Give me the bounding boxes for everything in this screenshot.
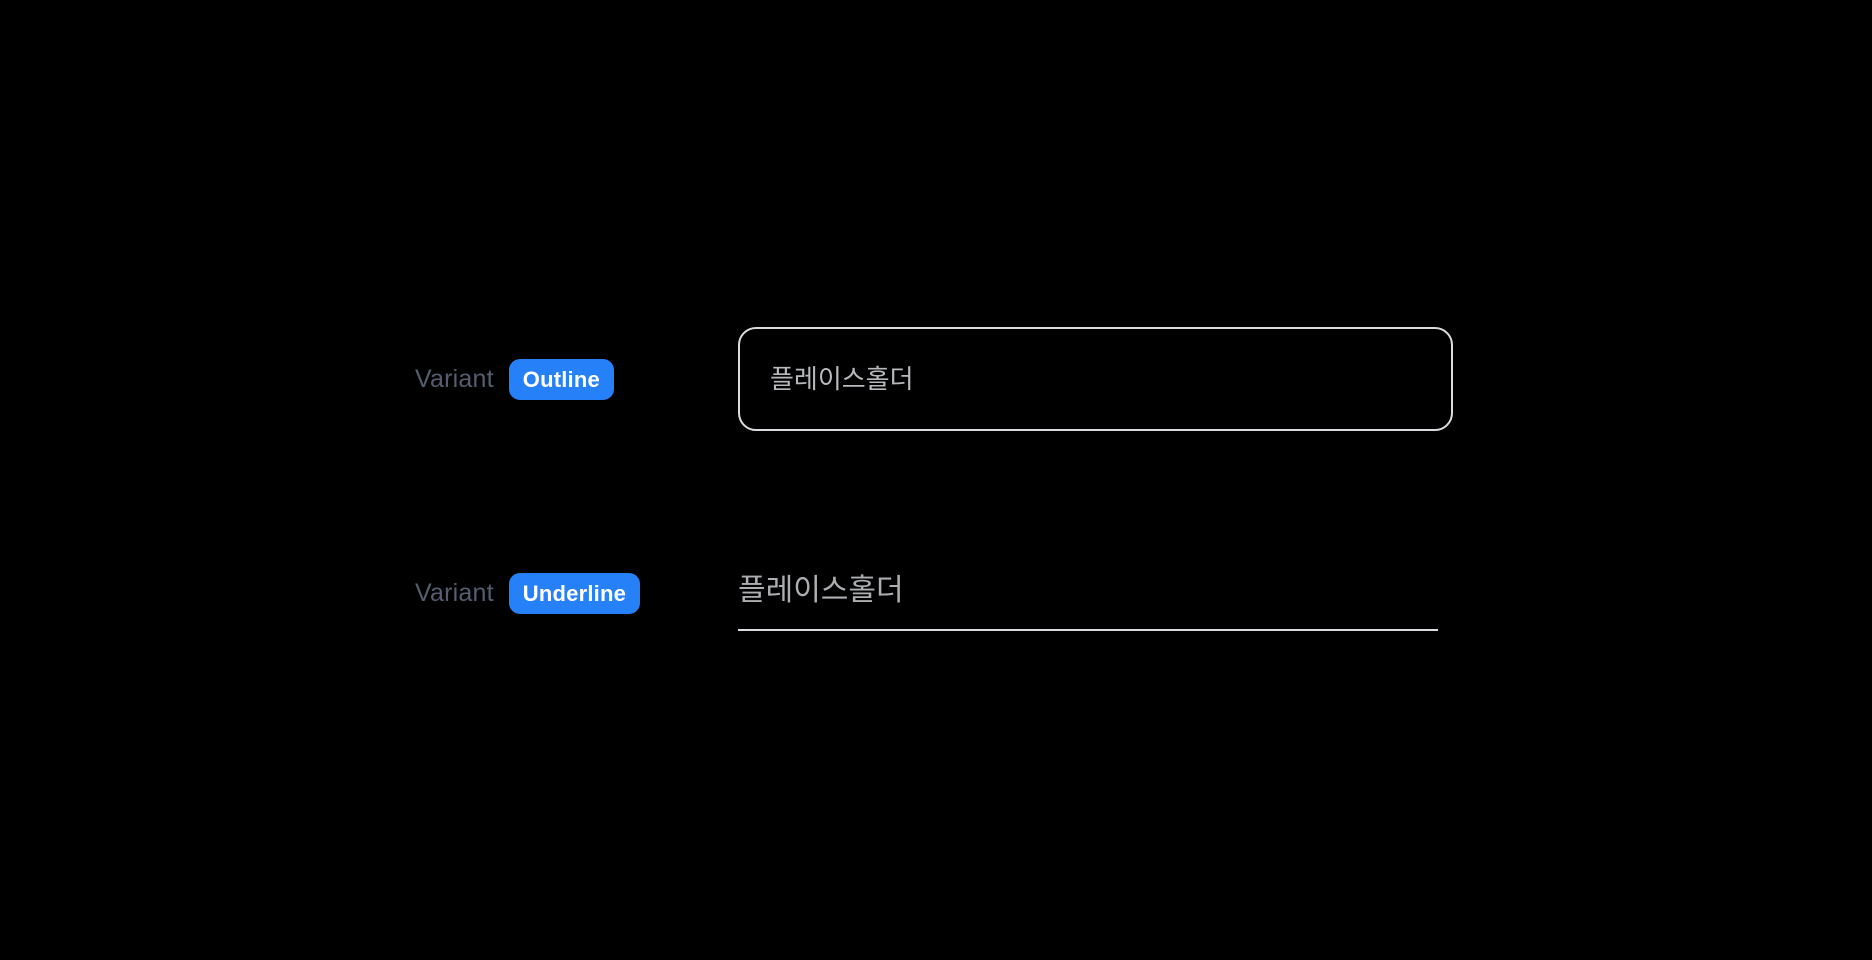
variant-property-label: Variant — [415, 364, 494, 393]
variant-row-underline-labels: Variant Underline — [415, 572, 641, 615]
text-field-underline[interactable] — [738, 567, 1438, 631]
text-field-underline-input[interactable] — [738, 567, 1438, 615]
text-field-outline-input[interactable] — [740, 329, 1451, 429]
variant-badge-underline[interactable]: Underline — [508, 573, 641, 614]
variant-property-label: Variant — [415, 579, 494, 607]
variant-badge-outline[interactable]: Outline — [508, 358, 614, 400]
variant-row-outline-labels: Variant Outline — [415, 358, 614, 400]
text-field-outline[interactable] — [738, 327, 1453, 431]
